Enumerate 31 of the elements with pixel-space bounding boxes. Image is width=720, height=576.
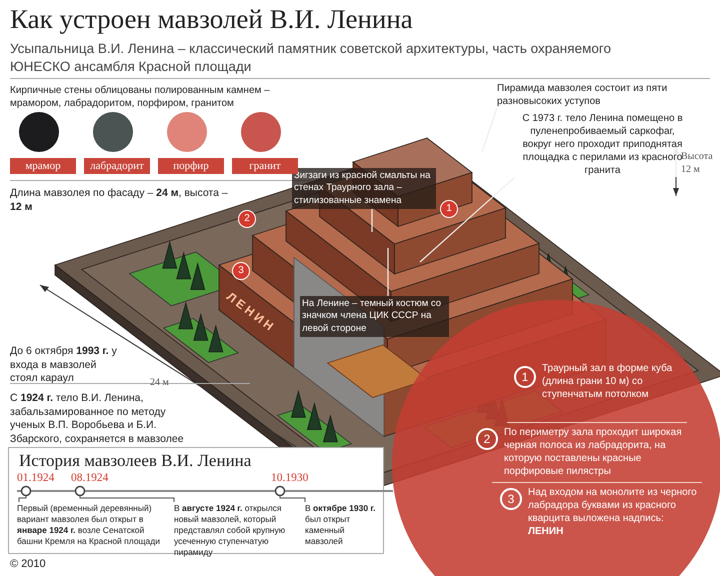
callout-number: 1 [514,366,536,388]
timeline-date: 08.1924 [71,471,108,486]
legend-label: гранит [232,158,298,174]
legend-label: лабрадорит [84,158,150,174]
callout-text: Над входом на монолите из черного лабрадора буквами из красного кварцита выложена надпись: ЛЕНИН [528,486,698,538]
callout-text: Пирамида мавзолея состоит из пяти разновысоких уступов [497,82,697,108]
timeline-text: В октябре 1930 г. был открыт каменный мавзолей [305,503,376,548]
timeline-text: В августе 1924 г. открылся новый мавзолей, который представлял собой крупную усеченную ступенчатую пирамиду [174,503,286,558]
timeline-date: 10.1930 [271,471,308,486]
callout-number: 3 [500,488,522,510]
timeline-date: 01.1924 [17,471,54,486]
callout-text: По периметру зала проходит широкая черная полоса из лабрадорита, на которую поставлены красные порфировые пилястры [504,426,683,478]
leader-line [420,176,516,262]
copyright-note: © 2010 [10,557,46,572]
dimension-label: Высота 12 м [681,150,714,176]
timeline-heading: История мавзолеев В.И. Ленина [19,450,252,472]
subtitle: Усыпальница В.И. Ленина – классический памятник советской архитектуры, часть охраняемого ЮНЕСКО ансамбля Красной площади [10,40,612,76]
callout-text: Траурный зал в форме куба (длина грани 10 м) со ступенчатым потолком [542,362,674,401]
callout-number: 2 [476,428,498,450]
callout-text: Зигзаги из красной смальты на стенах Траурного зала – стилизованные знамена [292,168,436,210]
callout-text: На Ленине – темный костюм со значком члена ЦИК СССР на левой стороне [300,296,449,338]
legend-label: порфир [158,158,224,174]
title: Как устроен мавзолей В.И. Ленина [10,4,413,35]
legend-label: мрамор [10,158,76,174]
note-text: Длина мавзолея по фасаду – 24 м, высота – 12 м [10,187,229,214]
leader-line [371,209,373,232]
note-text: С 1924 г. тело В.И. Ленина, забальзамированное по методу ученых В.П. Воробьева и Б.И. Збарского, сохраняется в мавзолее [10,392,185,447]
note-text: До 6 октября 1993 г. у входа в мавзолей стоял караул [10,345,118,386]
timeline-text: Первый (временный деревянный) вариант мавзолея был открыт в январе 1924 г. возле Сенатской башни Кремля на Красной площади [17,503,161,548]
note-text: Кирпичные стены облицованы полированным камнем – мрамором, лабрадоритом, порфиром, гранитом [10,84,271,110]
dimension-label: 24 м [150,376,169,389]
